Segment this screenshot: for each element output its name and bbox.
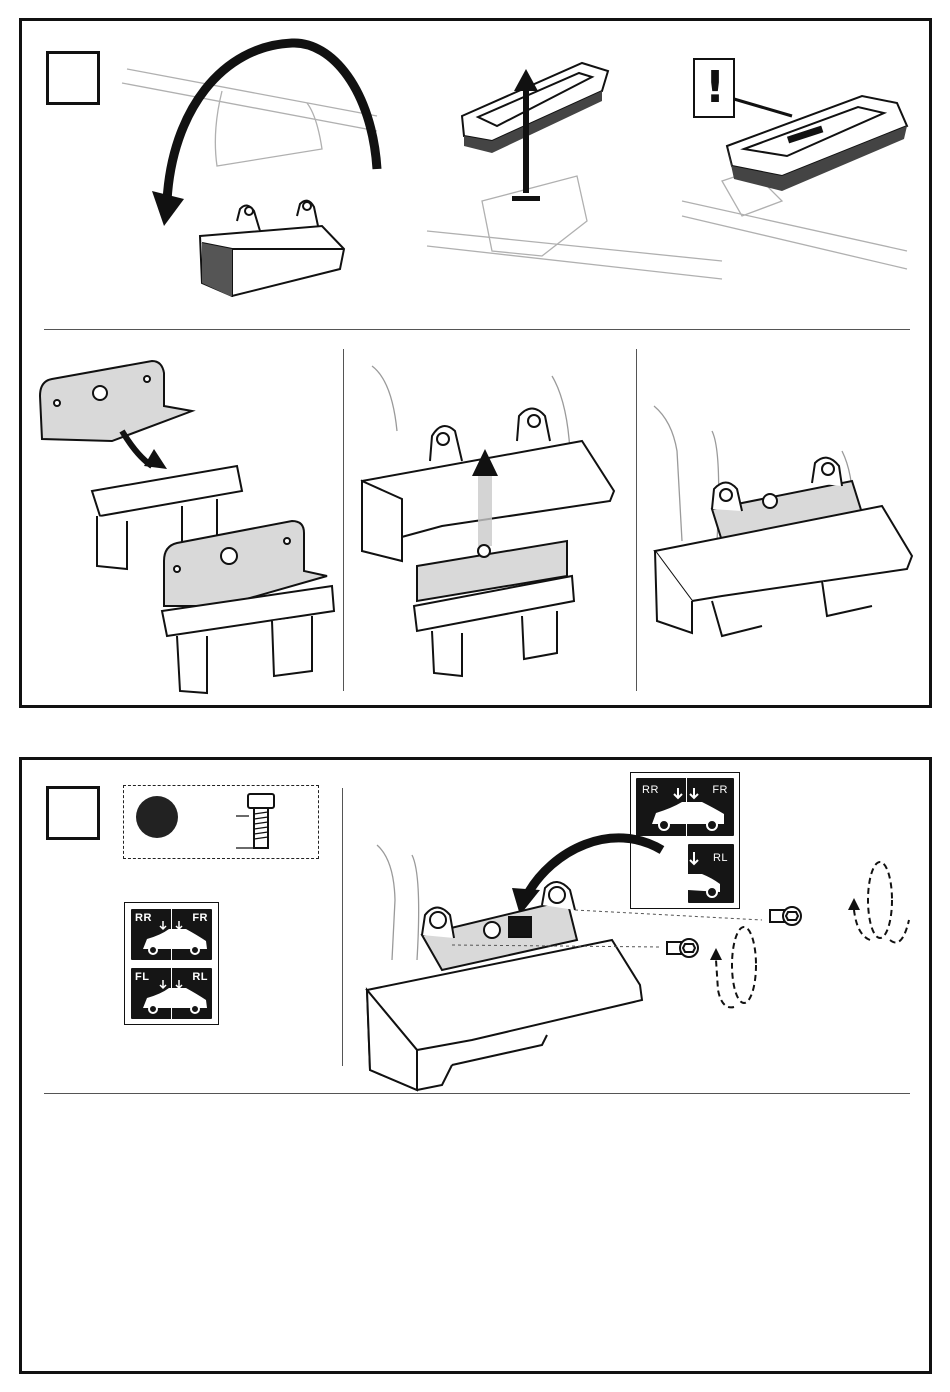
hex-bolt-icon [667, 939, 698, 957]
bracket-insertion-illustration [22, 21, 935, 711]
step-2-panel: RR FR FL RL [19, 757, 932, 1374]
sticker-and-bolt-assembly-illustration [22, 760, 935, 1377]
step-1-panel: ! [19, 18, 932, 708]
applied-sticker [509, 917, 531, 937]
tighten-rotation-icon [716, 862, 909, 1007]
hex-bolt-icon [770, 907, 801, 925]
